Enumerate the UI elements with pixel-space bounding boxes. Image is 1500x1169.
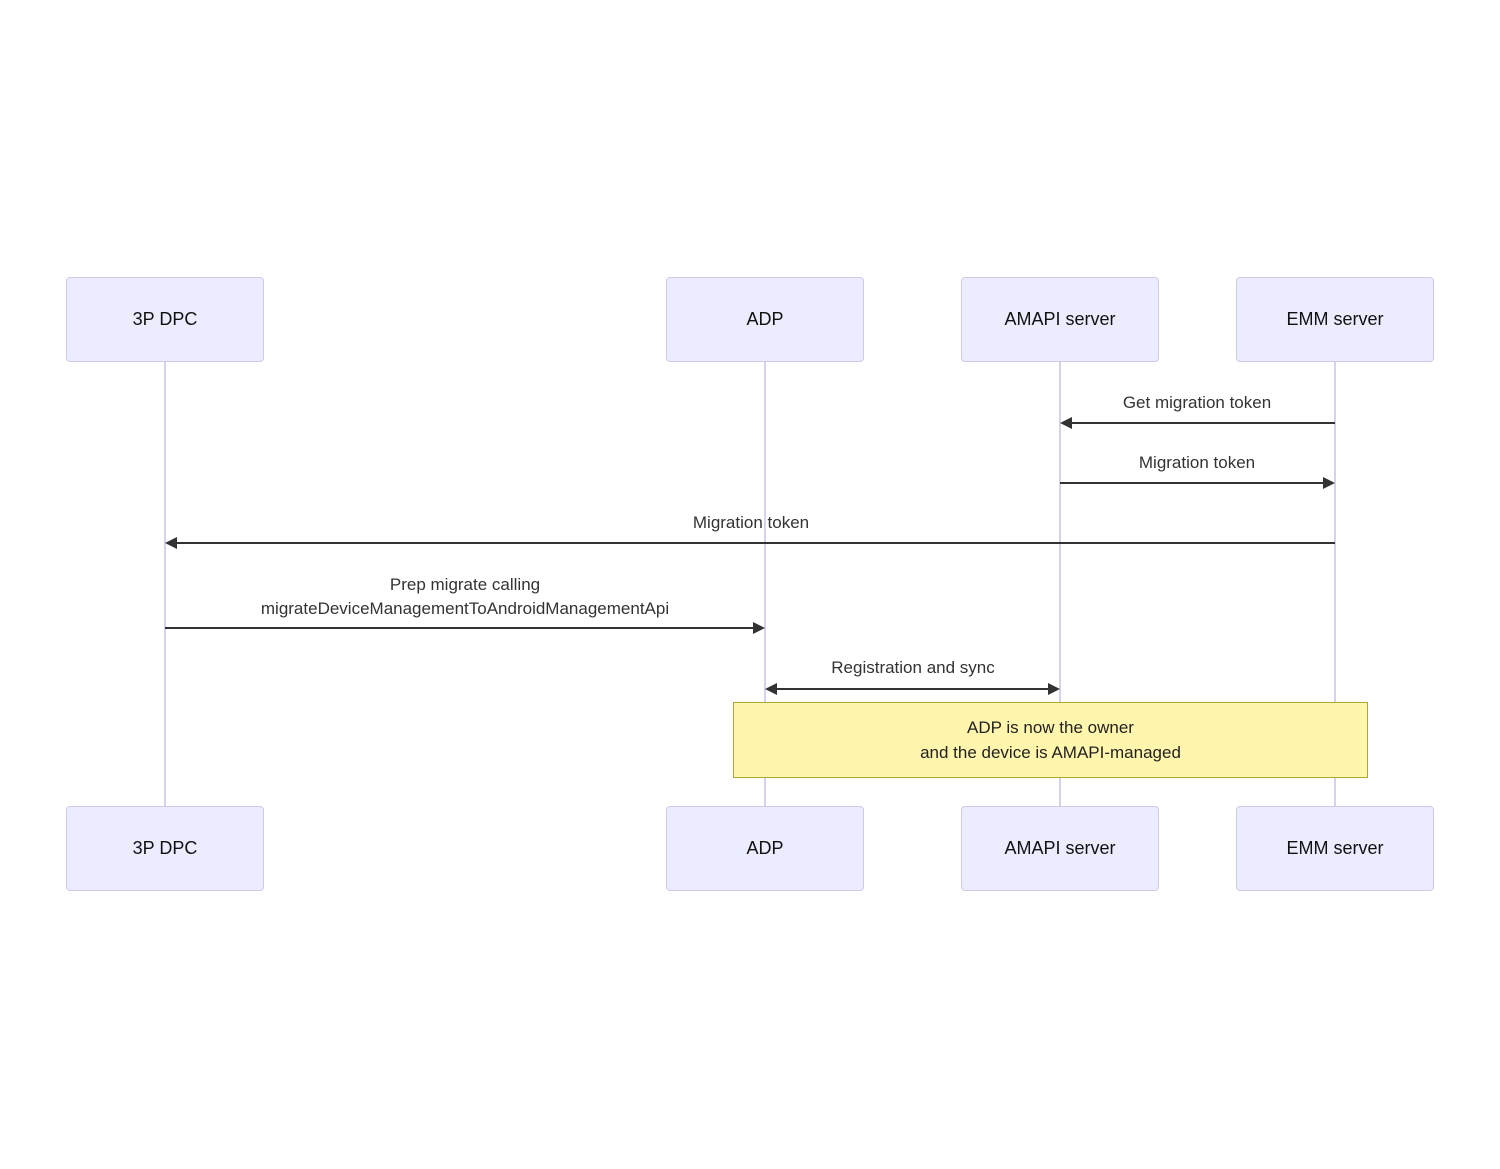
message-4-label-line-1: Prep migrate calling xyxy=(389,575,541,594)
message-1-arrowhead-icon xyxy=(1060,417,1072,429)
actor-bottom-emm-server: EMM server xyxy=(1236,806,1434,891)
actor-bottom-3p-dpc: 3P DPC xyxy=(66,806,264,891)
message-5-arrowhead-right-icon xyxy=(1048,683,1060,695)
note-adp-owner: ADP is now the owner and the device is A… xyxy=(733,702,1368,778)
message-5-label: Registration and sync xyxy=(831,658,995,677)
actor-top-adp: ADP xyxy=(666,277,864,362)
lifeline-adp xyxy=(764,361,766,806)
actor-label-emm-server-bottom: EMM server xyxy=(1286,838,1384,858)
message-1-label: Get migration token xyxy=(1122,393,1272,412)
lifeline-emm-server xyxy=(1334,361,1336,806)
message-1-line xyxy=(1071,422,1335,424)
actor-label-3p-dpc-bottom: 3P DPC xyxy=(132,838,198,858)
actor-top-emm-server: EMM server xyxy=(1236,277,1434,362)
message-2-line xyxy=(1060,482,1324,484)
lifeline-amapi-server xyxy=(1059,361,1061,806)
actor-label-adp: ADP xyxy=(746,309,784,329)
actor-label-3p-dpc: 3P DPC xyxy=(132,309,198,329)
actor-label-emm-server: EMM server xyxy=(1286,309,1384,329)
message-4-label-line-2: migrateDeviceManagementToAndroidManageme… xyxy=(260,599,670,618)
message-2-label: Migration token xyxy=(1138,453,1256,472)
actor-label-amapi-server-bottom: AMAPI server xyxy=(1004,838,1116,858)
actor-bottom-adp: ADP xyxy=(666,806,864,891)
message-4-label: Prep migrate calling migrateDeviceManage… xyxy=(261,573,669,621)
message-5-arrowhead-left-icon xyxy=(765,683,777,695)
note-line-2: and the device is AMAPI-managed xyxy=(920,743,1181,762)
message-3-arrowhead-icon xyxy=(165,537,177,549)
message-5-line xyxy=(776,688,1049,690)
actor-top-amapi-server: AMAPI server xyxy=(961,277,1159,362)
actor-label-amapi-server: AMAPI server xyxy=(1004,309,1116,329)
lifeline-3p-dpc xyxy=(164,361,166,806)
message-3-line xyxy=(176,542,1335,544)
note-line-1: ADP is now the owner xyxy=(967,718,1134,737)
message-3-label: Migration token xyxy=(692,513,810,532)
message-2-arrowhead-icon xyxy=(1323,477,1335,489)
actor-bottom-amapi-server: AMAPI server xyxy=(961,806,1159,891)
actor-label-adp-bottom: ADP xyxy=(746,838,784,858)
message-4-arrowhead-icon xyxy=(753,622,765,634)
actor-top-3p-dpc: 3P DPC xyxy=(66,277,264,362)
message-4-line xyxy=(165,627,754,629)
